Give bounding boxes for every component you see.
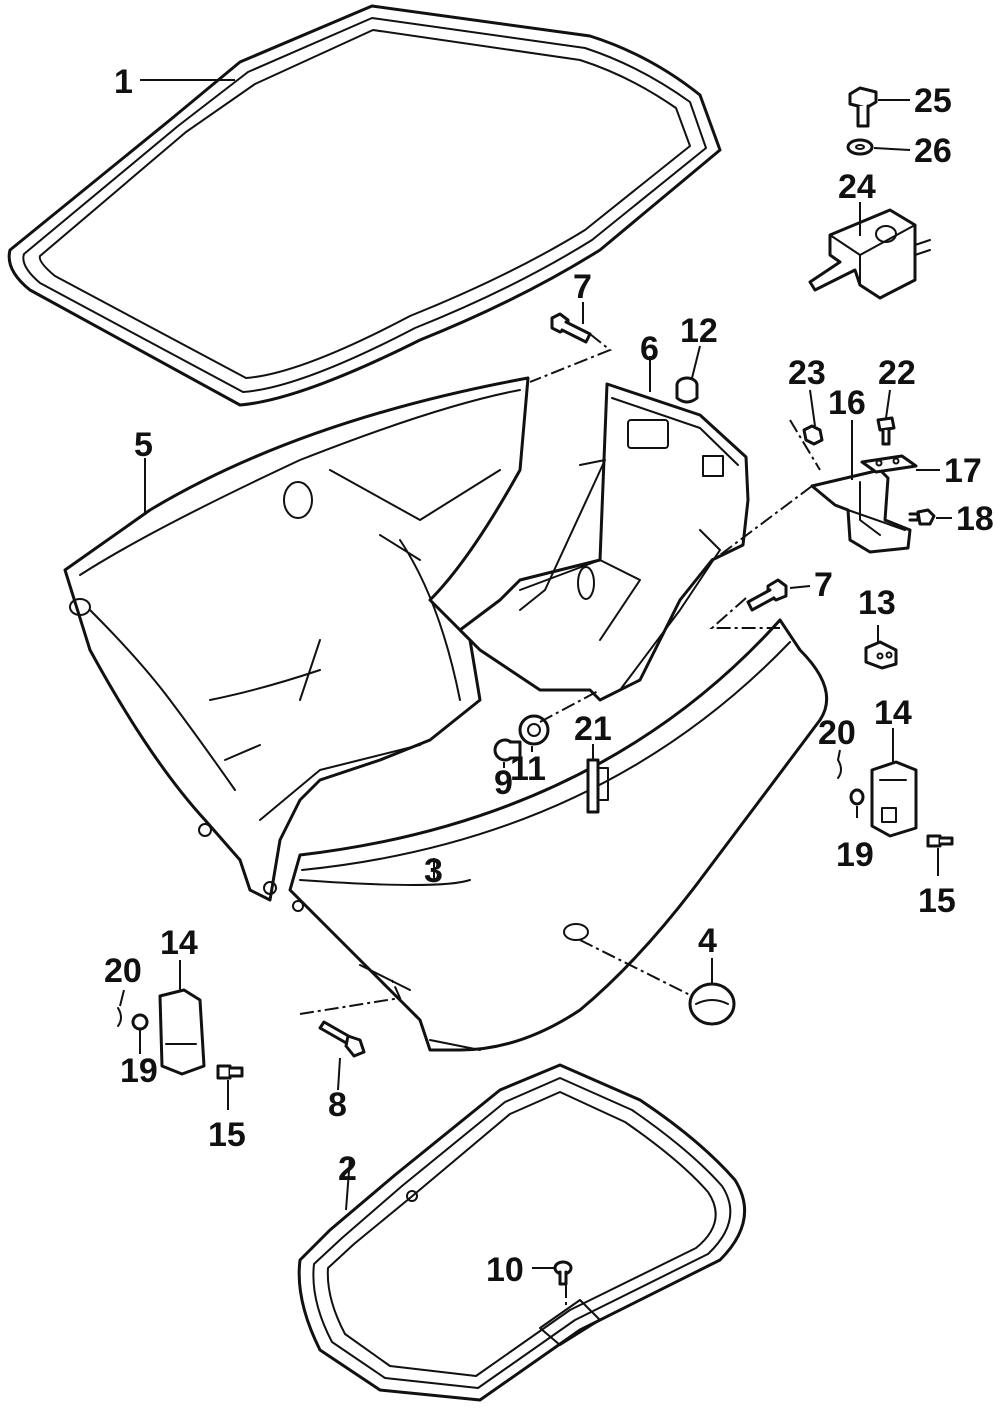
callout-12: 12 bbox=[680, 312, 718, 350]
callout-10: 10 bbox=[486, 1251, 524, 1289]
part-26-washer bbox=[846, 138, 874, 156]
part-15-pin-right bbox=[926, 834, 954, 848]
part-18-screw bbox=[908, 508, 936, 526]
callout-14-right: 14 bbox=[874, 694, 912, 732]
leader-lines bbox=[119, 79, 952, 1310]
callout-4: 4 bbox=[698, 922, 717, 960]
part-19-washer-left bbox=[131, 1013, 149, 1031]
part-23-screw bbox=[802, 424, 824, 446]
callout-labels: 1 2 3 4 5 6 7 7 8 9 10 11 12 13 14 14 15… bbox=[104, 63, 994, 1289]
part-13-block bbox=[864, 640, 898, 670]
callout-15-left: 15 bbox=[208, 1116, 246, 1154]
part-7-bolt-lower bbox=[746, 578, 788, 612]
part-16-latch-arm bbox=[810, 468, 912, 554]
callout-22: 22 bbox=[878, 354, 916, 392]
callout-13: 13 bbox=[858, 584, 896, 622]
callout-25: 25 bbox=[914, 82, 952, 120]
part-4-plug bbox=[688, 982, 736, 1026]
part-15-pin-left bbox=[216, 1064, 244, 1080]
callout-3: 3 bbox=[424, 852, 443, 890]
part-11-grommet bbox=[518, 714, 550, 746]
callout-18: 18 bbox=[956, 500, 994, 538]
part-2-bottom-seal bbox=[297, 1063, 747, 1402]
part-20-clip-left bbox=[117, 1007, 122, 1027]
callout-5: 5 bbox=[134, 426, 153, 464]
part-5-port-cowl bbox=[63, 376, 530, 902]
callout-23: 23 bbox=[788, 354, 826, 392]
callout-26: 26 bbox=[914, 132, 952, 170]
callout-8: 8 bbox=[328, 1086, 347, 1124]
part-19-washer-right bbox=[849, 788, 865, 806]
part-3-lower-cowl bbox=[288, 618, 829, 1052]
callout-7-upper: 7 bbox=[573, 268, 592, 306]
part-17-plate bbox=[860, 454, 918, 474]
part-25-bolt bbox=[848, 86, 878, 128]
callout-19-right: 19 bbox=[836, 836, 874, 874]
part-7-bolt-upper bbox=[550, 312, 592, 344]
part-8-screw bbox=[318, 1020, 366, 1058]
part-12-grommet bbox=[675, 376, 699, 404]
part-6-inner-bracket bbox=[458, 382, 750, 702]
callout-1: 1 bbox=[114, 63, 133, 101]
part-9-bushing bbox=[493, 738, 522, 762]
part-1-top-seal bbox=[7, 4, 722, 407]
callout-21: 21 bbox=[574, 710, 612, 748]
callout-11: 11 bbox=[510, 750, 546, 788]
part-21-strip bbox=[586, 758, 600, 814]
part-22-screw bbox=[876, 416, 896, 446]
callout-2: 2 bbox=[338, 1150, 357, 1188]
callout-16: 16 bbox=[828, 384, 866, 422]
callout-20-right: 20 bbox=[818, 714, 856, 752]
callout-7-lower: 7 bbox=[814, 566, 833, 604]
callout-19-left: 19 bbox=[120, 1052, 158, 1090]
callout-14-left: 14 bbox=[160, 924, 198, 962]
part-14-latch-right bbox=[870, 760, 918, 838]
callout-6: 6 bbox=[640, 330, 659, 368]
part-20-clip-right bbox=[837, 759, 842, 779]
part-14-latch-left bbox=[158, 988, 206, 1076]
callout-24: 24 bbox=[838, 168, 876, 206]
callout-17: 17 bbox=[944, 452, 982, 490]
callout-9: 9 bbox=[494, 764, 513, 802]
callout-20-left: 20 bbox=[104, 952, 142, 990]
part-24-fitting bbox=[808, 208, 931, 300]
callout-15-right: 15 bbox=[918, 882, 956, 920]
